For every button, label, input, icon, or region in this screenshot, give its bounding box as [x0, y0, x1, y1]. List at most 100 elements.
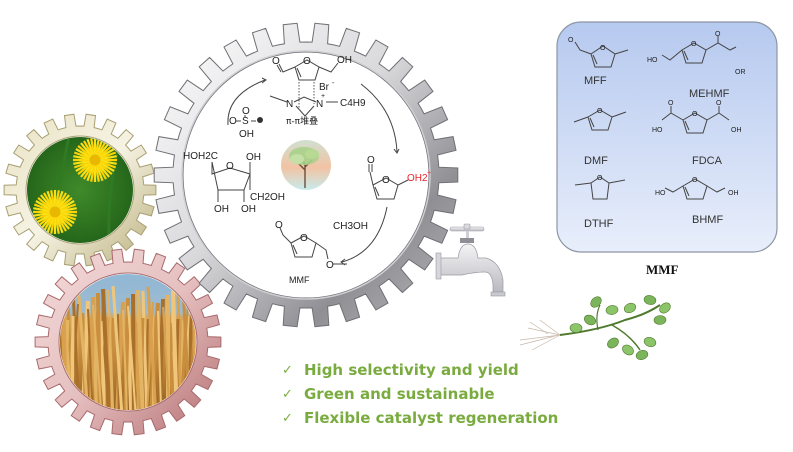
atom-label: O — [715, 31, 721, 38]
atom-label: O — [382, 175, 390, 186]
gear-teeth — [3, 113, 157, 267]
atom-label: OH — [731, 127, 742, 134]
charge-label: + — [321, 93, 325, 100]
corn-stalk — [127, 305, 138, 410]
atom-label: O — [300, 233, 308, 244]
mff-structure: O O MFF — [568, 37, 629, 87]
corn-gear — [34, 248, 222, 436]
atom-label: O — [597, 108, 603, 115]
arrowhead — [261, 77, 267, 84]
corn-stalk — [157, 310, 163, 410]
dandelion-gear — [3, 113, 157, 267]
atom-label: HO — [655, 190, 666, 197]
atom-label: CH2OH — [250, 192, 285, 203]
charge-label: + — [427, 170, 431, 177]
root — [519, 335, 556, 346]
fdca-structure: HO O O OH O FDCA — [652, 100, 742, 167]
atom-label: O — [597, 175, 603, 182]
sulfonic-acid-structure: S O O OH — [229, 106, 263, 140]
corn-stalk — [87, 308, 95, 410]
water-tap-icon — [435, 223, 506, 297]
oxonium-label: OH2 — [407, 173, 428, 184]
atom-label: HO — [652, 127, 663, 134]
highlight-text: High selectivity and yield — [304, 361, 519, 379]
atom-label: O — [367, 155, 375, 166]
atom-label: OH — [728, 190, 739, 197]
atom-label: HOH2C — [183, 151, 218, 162]
leaf — [590, 296, 602, 308]
atom-label: OH — [241, 204, 256, 215]
derivative-label-fdca: FDCA — [692, 155, 723, 167]
derivative-label-bhmf: BHMF — [692, 214, 723, 226]
mmf-product-structure: O O O MMF — [275, 220, 347, 285]
corn-stalk — [162, 306, 172, 410]
check-icon: ✓ — [282, 362, 293, 378]
catalyst-structure: O O OH Br - N N + C4H9 π-π堆叠 — [269, 55, 366, 127]
atom-label: OH — [246, 152, 261, 163]
atom-label: O — [692, 177, 698, 184]
corn-stalk — [131, 293, 136, 410]
bhmf-structure: HO OH O BHMF — [655, 177, 739, 226]
resin-bead-icon — [257, 117, 263, 123]
atom-label: OH — [214, 204, 229, 215]
charge-label: - — [332, 80, 335, 87]
atom-label: N — [286, 99, 293, 110]
methanol-label: CH3OH — [333, 221, 368, 232]
atom-label: O — [272, 56, 280, 67]
highlight-text: Green and sustainable — [304, 385, 495, 403]
leaf — [623, 302, 637, 314]
atom-label: OR — [735, 69, 746, 76]
butyl-group-label: C4H9 — [340, 98, 366, 109]
leaf — [607, 337, 619, 349]
derivatives-panel: O O MFF HO O OR O MEHMF O DMF HO O O — [556, 21, 778, 253]
derivative-label-mff: MFF — [584, 75, 607, 87]
atom-label: O — [229, 116, 237, 127]
dthf-structure: O DTHF — [574, 175, 626, 230]
atom-label: O — [692, 111, 698, 118]
gear-inner-rim — [181, 50, 431, 300]
check-icon: ✓ — [282, 410, 293, 426]
corn-stalk — [92, 304, 104, 410]
intermediate-structure: O O OH2 + — [367, 155, 431, 200]
corn-stalk — [146, 286, 158, 410]
product-label: MMF — [289, 275, 310, 285]
highlights-list: ✓ High selectivity and yield ✓ Green and… — [282, 358, 558, 430]
leaf — [635, 350, 649, 360]
dmf-structure: O DMF — [573, 108, 627, 167]
leaf — [659, 302, 671, 314]
atom-label: O — [275, 220, 283, 231]
derivatives-panel-title: MMF — [646, 262, 679, 277]
leaf — [622, 344, 634, 356]
corn-stalk — [111, 285, 124, 410]
atom-label: O — [668, 100, 674, 107]
root — [519, 334, 561, 341]
atom-label: OH — [239, 129, 254, 140]
atom-label: S — [242, 116, 249, 127]
leaf — [569, 323, 583, 333]
dandelion-flower-1 — [73, 138, 117, 182]
corn-stalk — [96, 292, 102, 410]
corn-stalk — [122, 309, 129, 410]
atom-label: O — [716, 100, 722, 107]
flower-center — [49, 206, 61, 218]
corn-stalk — [145, 301, 154, 410]
root — [531, 334, 561, 351]
mehmf-structure: HO O OR O MEHMF — [647, 31, 746, 100]
corn-stalk — [136, 289, 145, 410]
corn-stalk — [179, 302, 189, 410]
root — [539, 319, 561, 336]
derivative-label-mehmf: MEHMF — [689, 88, 730, 100]
atom-label: HO — [647, 57, 658, 64]
atom-label: O — [326, 260, 334, 271]
leaf — [643, 295, 657, 305]
leaf — [605, 305, 619, 315]
atom-label: O — [691, 41, 697, 48]
highlight-item: ✓ Green and sustainable — [282, 382, 558, 406]
atom-label: O — [568, 37, 574, 44]
atom-label: O — [242, 106, 250, 117]
corn-stalk — [106, 289, 115, 410]
cycle-arrow-acid-to-catalyst — [227, 79, 266, 126]
gear-teeth — [34, 248, 222, 436]
atom-label: OH — [337, 55, 352, 66]
